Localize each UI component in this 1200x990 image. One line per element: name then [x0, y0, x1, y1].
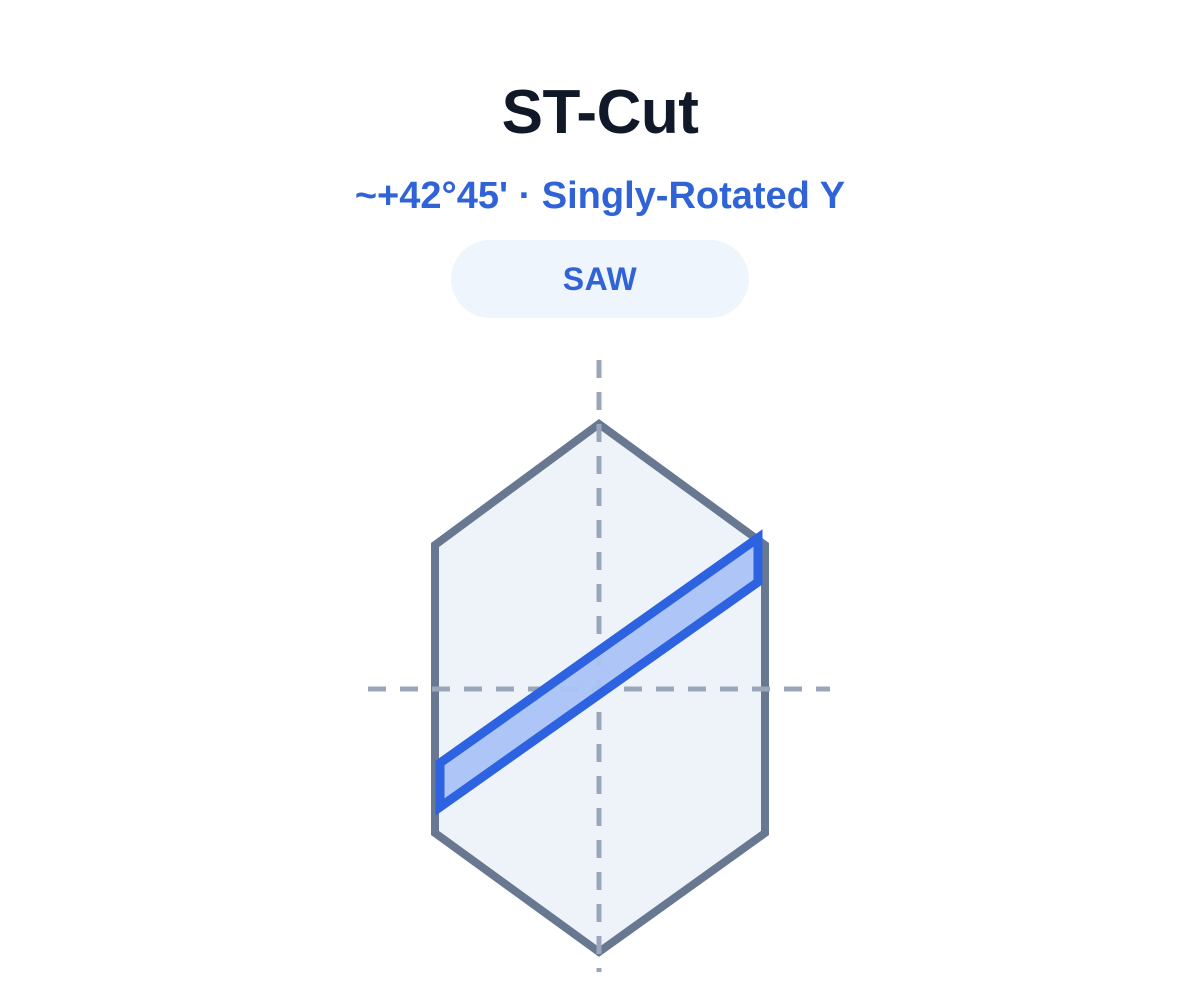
page-title: ST-Cut	[501, 78, 699, 147]
cut-plate	[435, 529, 763, 816]
wave-type-badge: SAW	[451, 240, 749, 318]
cut-angle-subtitle: ~+42°45' · Singly-Rotated Y	[354, 175, 846, 217]
